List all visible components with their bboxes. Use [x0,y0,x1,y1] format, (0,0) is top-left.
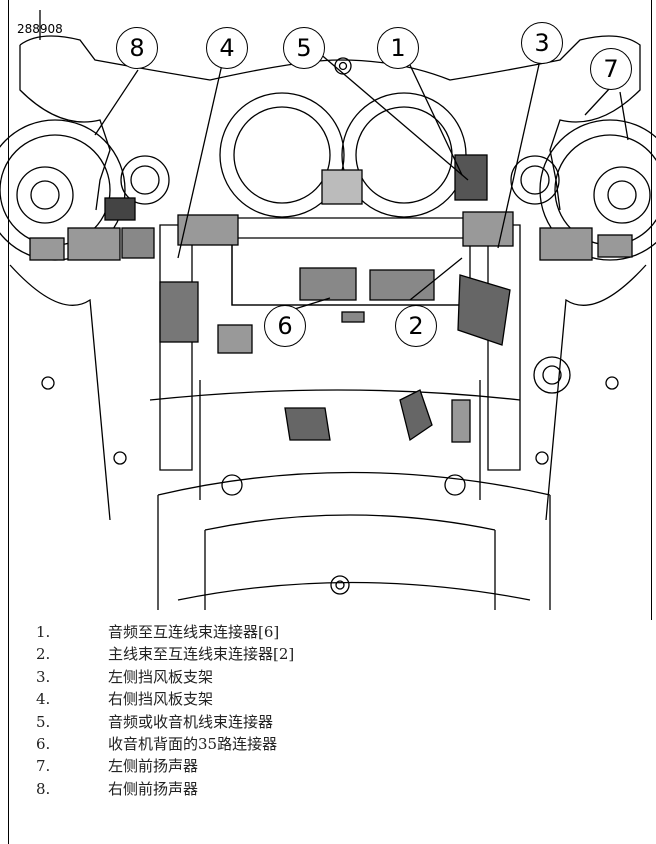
callout-7: 7 [590,48,632,90]
callout-3: 3 [521,22,563,64]
legend-item: 5.音频或收音机线束连接器 [36,712,274,731]
callout-2: 2 [395,305,437,347]
legend-item: 4.右侧挡风板支架 [36,690,214,709]
legend-item: 6.收音机背面的35路连接器 [36,734,278,753]
callout-6: 6 [264,305,306,347]
legend-item: 8.右侧前扬声器 [36,779,199,798]
legend-item: 2.主线束至互连线束连接器[2] [36,645,295,664]
legend: 1.音频至互连线束连接器[6] 2.主线束至互连线束连接器[2] 3.左侧挡风板… [36,621,294,800]
frame-left-rule [8,0,9,844]
callout-4: 4 [206,27,248,69]
callout-8: 8 [116,27,158,69]
callout-5: 5 [283,27,325,69]
legend-item: 3.左侧挡风板支架 [36,667,214,686]
figure-id: 288908 [17,22,63,36]
callout-1: 1 [377,27,419,69]
legend-item: 7.左侧前扬声器 [36,757,199,776]
frame-right-rule [651,0,652,620]
legend-item: 1.音频至互连线束连接器[6] [36,623,280,641]
